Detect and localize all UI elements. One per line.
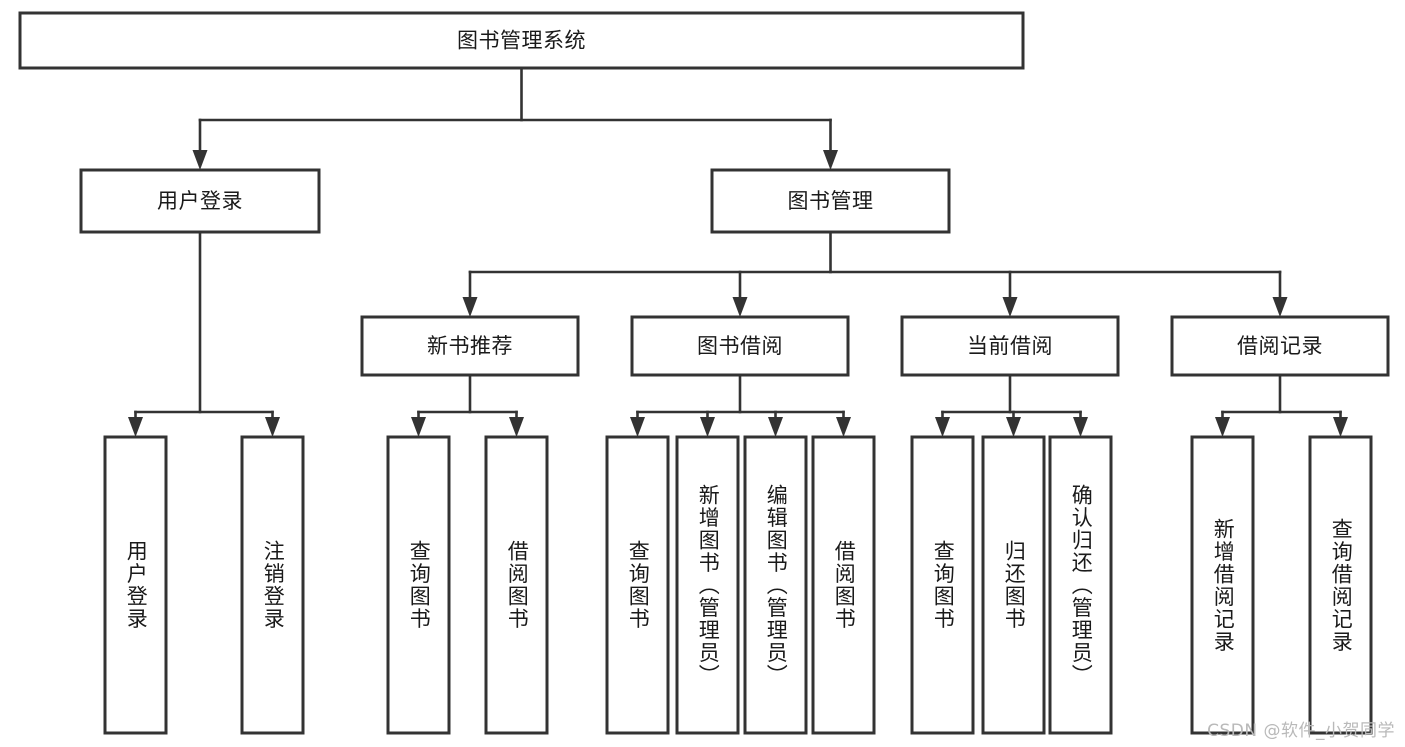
arrow-head-icon-level2-0 — [192, 150, 208, 170]
level3-node-0-label: 新书推荐 — [427, 334, 513, 358]
leaf-node-8-rect[interactable] — [910, 435, 975, 735]
edges-layer — [128, 66, 1348, 437]
level3-node-0-rect[interactable] — [360, 315, 580, 377]
leaf-node-3[interactable] — [484, 435, 549, 735]
level3-node-1-rect[interactable] — [630, 315, 850, 377]
root-node-label: 图书管理系统 — [457, 29, 586, 53]
leaf-node-3-rect[interactable] — [484, 435, 549, 735]
leaf-node-5[interactable] — [675, 435, 740, 735]
leaf-node-0-rect[interactable] — [103, 435, 168, 735]
arrow-head-icon-leaf-2 — [411, 417, 426, 437]
leaf-node-8[interactable] — [910, 435, 975, 735]
node-level3-1[interactable] — [630, 315, 850, 377]
leaf-node-1-rect[interactable] — [240, 435, 305, 735]
root-node-rect[interactable] — [18, 11, 1025, 70]
level3-node-3-label: 借阅记录 — [1237, 334, 1323, 358]
leaf-node-10-rect[interactable] — [1048, 435, 1113, 735]
arrow-head-icon-level3-1 — [732, 297, 748, 317]
level2-node-0-rect[interactable] — [79, 168, 321, 234]
node-level2-1[interactable] — [710, 168, 951, 234]
watermark-text: CSDN @软件_小贺同学 — [1207, 721, 1395, 741]
node-level3-2[interactable] — [900, 315, 1120, 377]
leaf-node-5-rect[interactable] — [675, 435, 740, 735]
node-root-system[interactable] — [18, 11, 1025, 70]
level2-node-1-label: 图书管理 — [788, 189, 874, 213]
arrow-head-icon-level2-1 — [823, 150, 838, 170]
level3-node-1-label: 图书借阅 — [697, 334, 783, 358]
leaf-node-2-rect[interactable] — [386, 435, 451, 735]
leaf-node-10[interactable] — [1048, 435, 1113, 735]
level3-node-2-rect[interactable] — [900, 315, 1120, 377]
leaf-node-1[interactable] — [240, 435, 305, 735]
node-level3-3[interactable] — [1170, 315, 1390, 377]
arrow-head-icon-level3-3 — [1272, 297, 1288, 317]
level3-node-3-rect[interactable] — [1170, 315, 1390, 377]
leaf-node-2[interactable] — [386, 435, 451, 735]
arrow-head-icon-leaf-11 — [1215, 417, 1230, 437]
node-level3-0[interactable] — [360, 315, 580, 377]
leaf-node-4-rect[interactable] — [605, 435, 670, 735]
leaf-node-6-rect[interactable] — [743, 435, 808, 735]
arrow-head-icon-level3-2 — [1002, 297, 1018, 317]
leaf-node-9[interactable] — [981, 435, 1046, 735]
leaf-node-9-rect[interactable] — [981, 435, 1046, 735]
arrow-head-icon-leaf-4 — [630, 417, 645, 437]
arrow-head-icon-leaf-8 — [935, 417, 950, 437]
arrow-head-icon-leaf-9 — [1006, 417, 1021, 437]
level2-node-0-label: 用户登录 — [157, 189, 243, 213]
arrow-head-icon-leaf-7 — [836, 417, 851, 437]
leaf-node-4[interactable] — [605, 435, 670, 735]
leaf-node-0[interactable] — [103, 435, 168, 735]
node-level2-0[interactable] — [79, 168, 321, 234]
arrow-head-icon-leaf-1 — [265, 417, 280, 437]
arrow-head-icon-level3-0 — [462, 297, 478, 317]
arrow-head-icon-leaf-6 — [768, 417, 783, 437]
leaf-node-7-rect[interactable] — [811, 435, 876, 735]
leaf-node-11-rect[interactable] — [1190, 435, 1255, 735]
arrow-head-icon-leaf-12 — [1333, 417, 1348, 437]
leaf-node-7[interactable] — [811, 435, 876, 735]
leaf-node-12-rect[interactable] — [1308, 435, 1373, 735]
leaf-node-11[interactable] — [1190, 435, 1255, 735]
level3-node-2-label: 当前借阅 — [967, 334, 1053, 358]
leaf-node-12[interactable] — [1308, 435, 1373, 735]
arrow-head-icon-leaf-5 — [700, 417, 715, 437]
arrow-head-icon-leaf-10 — [1073, 417, 1088, 437]
leaf-node-6[interactable] — [743, 435, 808, 735]
level2-node-1-rect[interactable] — [710, 168, 951, 234]
arrow-head-icon-leaf-0 — [128, 417, 143, 437]
arrow-head-icon-leaf-3 — [509, 417, 524, 437]
